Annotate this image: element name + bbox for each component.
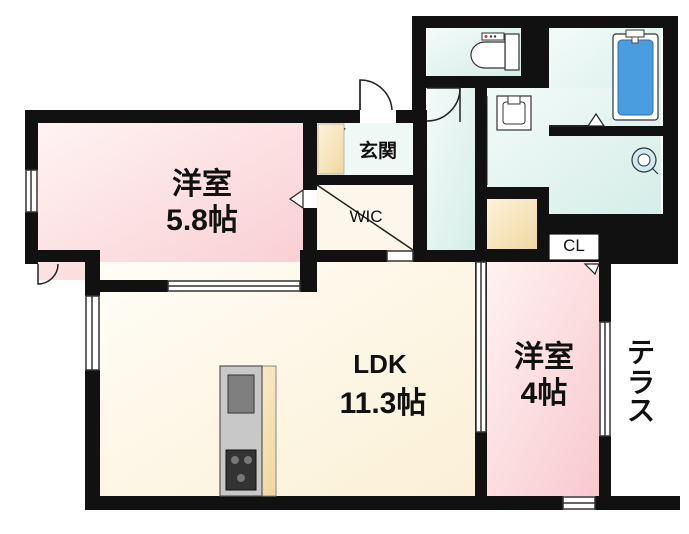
sink-icon [227,374,255,414]
storage-floor [487,199,537,249]
door-marker-bath [586,112,606,127]
room-b-size: 4帖 [521,377,568,410]
wic-label: WIC [349,207,382,226]
washing-machine-icon [631,147,659,175]
room-a-size: 5.8帖 [166,204,238,237]
room-b-name: 洋室 [514,340,574,374]
toilet-icon [470,32,520,71]
room-a-name: 洋室 [172,167,232,201]
washbasin-icon [496,95,532,131]
ldk-name: LDK [353,349,407,379]
western-room-b-floor [487,262,599,496]
genkan-label: 玄関 [359,139,397,162]
bathtub-icon [612,29,659,121]
terrace-char-2: ラ [627,367,655,398]
wic-floor [317,185,413,260]
door-marker-cl [583,263,600,276]
genkan-step [317,123,345,175]
ldk-size: 11.3帖 [340,387,427,420]
windows [25,169,611,510]
terrace-char-1: テ [627,337,655,368]
closet-cl [548,233,600,261]
door-marker-room-a [288,188,304,210]
ldk-floor [100,262,476,496]
hall-floor [427,80,475,258]
cl-label: CL [563,236,585,255]
kitchen-counter [219,365,277,497]
stove-icon [225,449,257,491]
terrace-char-3: ス [627,395,655,426]
